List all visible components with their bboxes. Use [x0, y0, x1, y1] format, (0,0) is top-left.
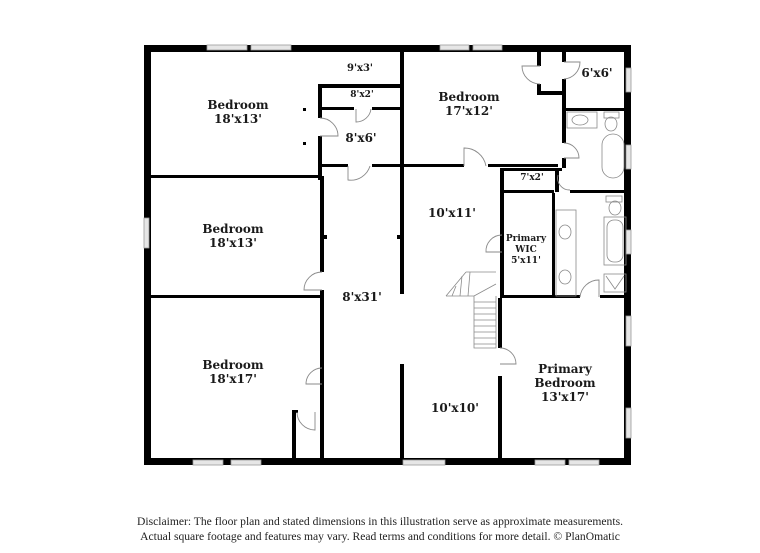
room-dims: 10'x11' [428, 206, 476, 220]
disclaimer: Disclaimer: The floor plan and stated di… [0, 514, 760, 544]
room-primary-wic: Primary WIC 5'x11' [506, 234, 546, 267]
interior-walls [148, 48, 626, 462]
room-hall-8x31: 8'x31' [342, 290, 382, 304]
room-dims: 8'x2' [350, 90, 374, 100]
room-name-line2: WIC [515, 245, 537, 255]
floor-plan [143, 44, 632, 466]
room-closet-6x6: 6'x6' [581, 66, 612, 80]
room-name: Bedroom [207, 98, 269, 112]
windows [143, 44, 632, 466]
room-dims: 7'x2' [520, 173, 544, 183]
room-dims: 6'x6' [581, 66, 613, 80]
room-closet-9x3: 9'x3' [347, 63, 373, 75]
room-bath-8x6: 8'x6' [345, 131, 376, 145]
room-bedroom-nw: Bedroom 18'x13' [207, 98, 268, 126]
room-dims: 8'x31' [342, 290, 382, 304]
room-loft-10x11: 10'x11' [428, 206, 476, 220]
room-dims: 17'x12' [445, 104, 493, 118]
disclaimer-line1: Disclaimer: The floor plan and stated di… [137, 515, 623, 528]
room-dims: 18'x17' [209, 372, 257, 386]
room-dims: 9'x3' [346, 63, 374, 74]
room-name: Bedroom [202, 222, 264, 236]
room-primary-bedroom: Primary Bedroom 13'x17' [534, 362, 595, 404]
disclaimer-line2: Actual square footage and features may v… [140, 530, 620, 543]
room-dims: 18'x13' [214, 112, 262, 126]
doors [296, 61, 600, 431]
stairs [445, 271, 497, 349]
room-name: Bedroom [202, 358, 264, 372]
room-closet-7x2: 7'x2' [520, 173, 543, 184]
room-dims: 5'x11' [511, 256, 541, 266]
room-bedroom-w: Bedroom 18'x13' [202, 222, 263, 250]
room-10x10: 10'x10' [431, 401, 479, 415]
room-dims: 18'x13' [209, 236, 257, 250]
exterior-walls [144, 45, 631, 465]
room-name: Bedroom [438, 90, 500, 104]
room-name-line1: Primary [505, 234, 547, 244]
room-dims: 10'x10' [431, 401, 479, 415]
room-closet-8x2: 8'x2' [350, 90, 373, 101]
room-name-line1: Primary [538, 362, 592, 376]
room-bedroom-sw: Bedroom 18'x17' [202, 358, 263, 386]
bath-fixtures [555, 111, 627, 297]
room-bedroom-n: Bedroom 17'x12' [438, 90, 499, 118]
room-name-line2: Bedroom [534, 376, 596, 390]
room-dims: 13'x17' [541, 390, 589, 404]
room-dims: 8'x6' [345, 131, 377, 145]
